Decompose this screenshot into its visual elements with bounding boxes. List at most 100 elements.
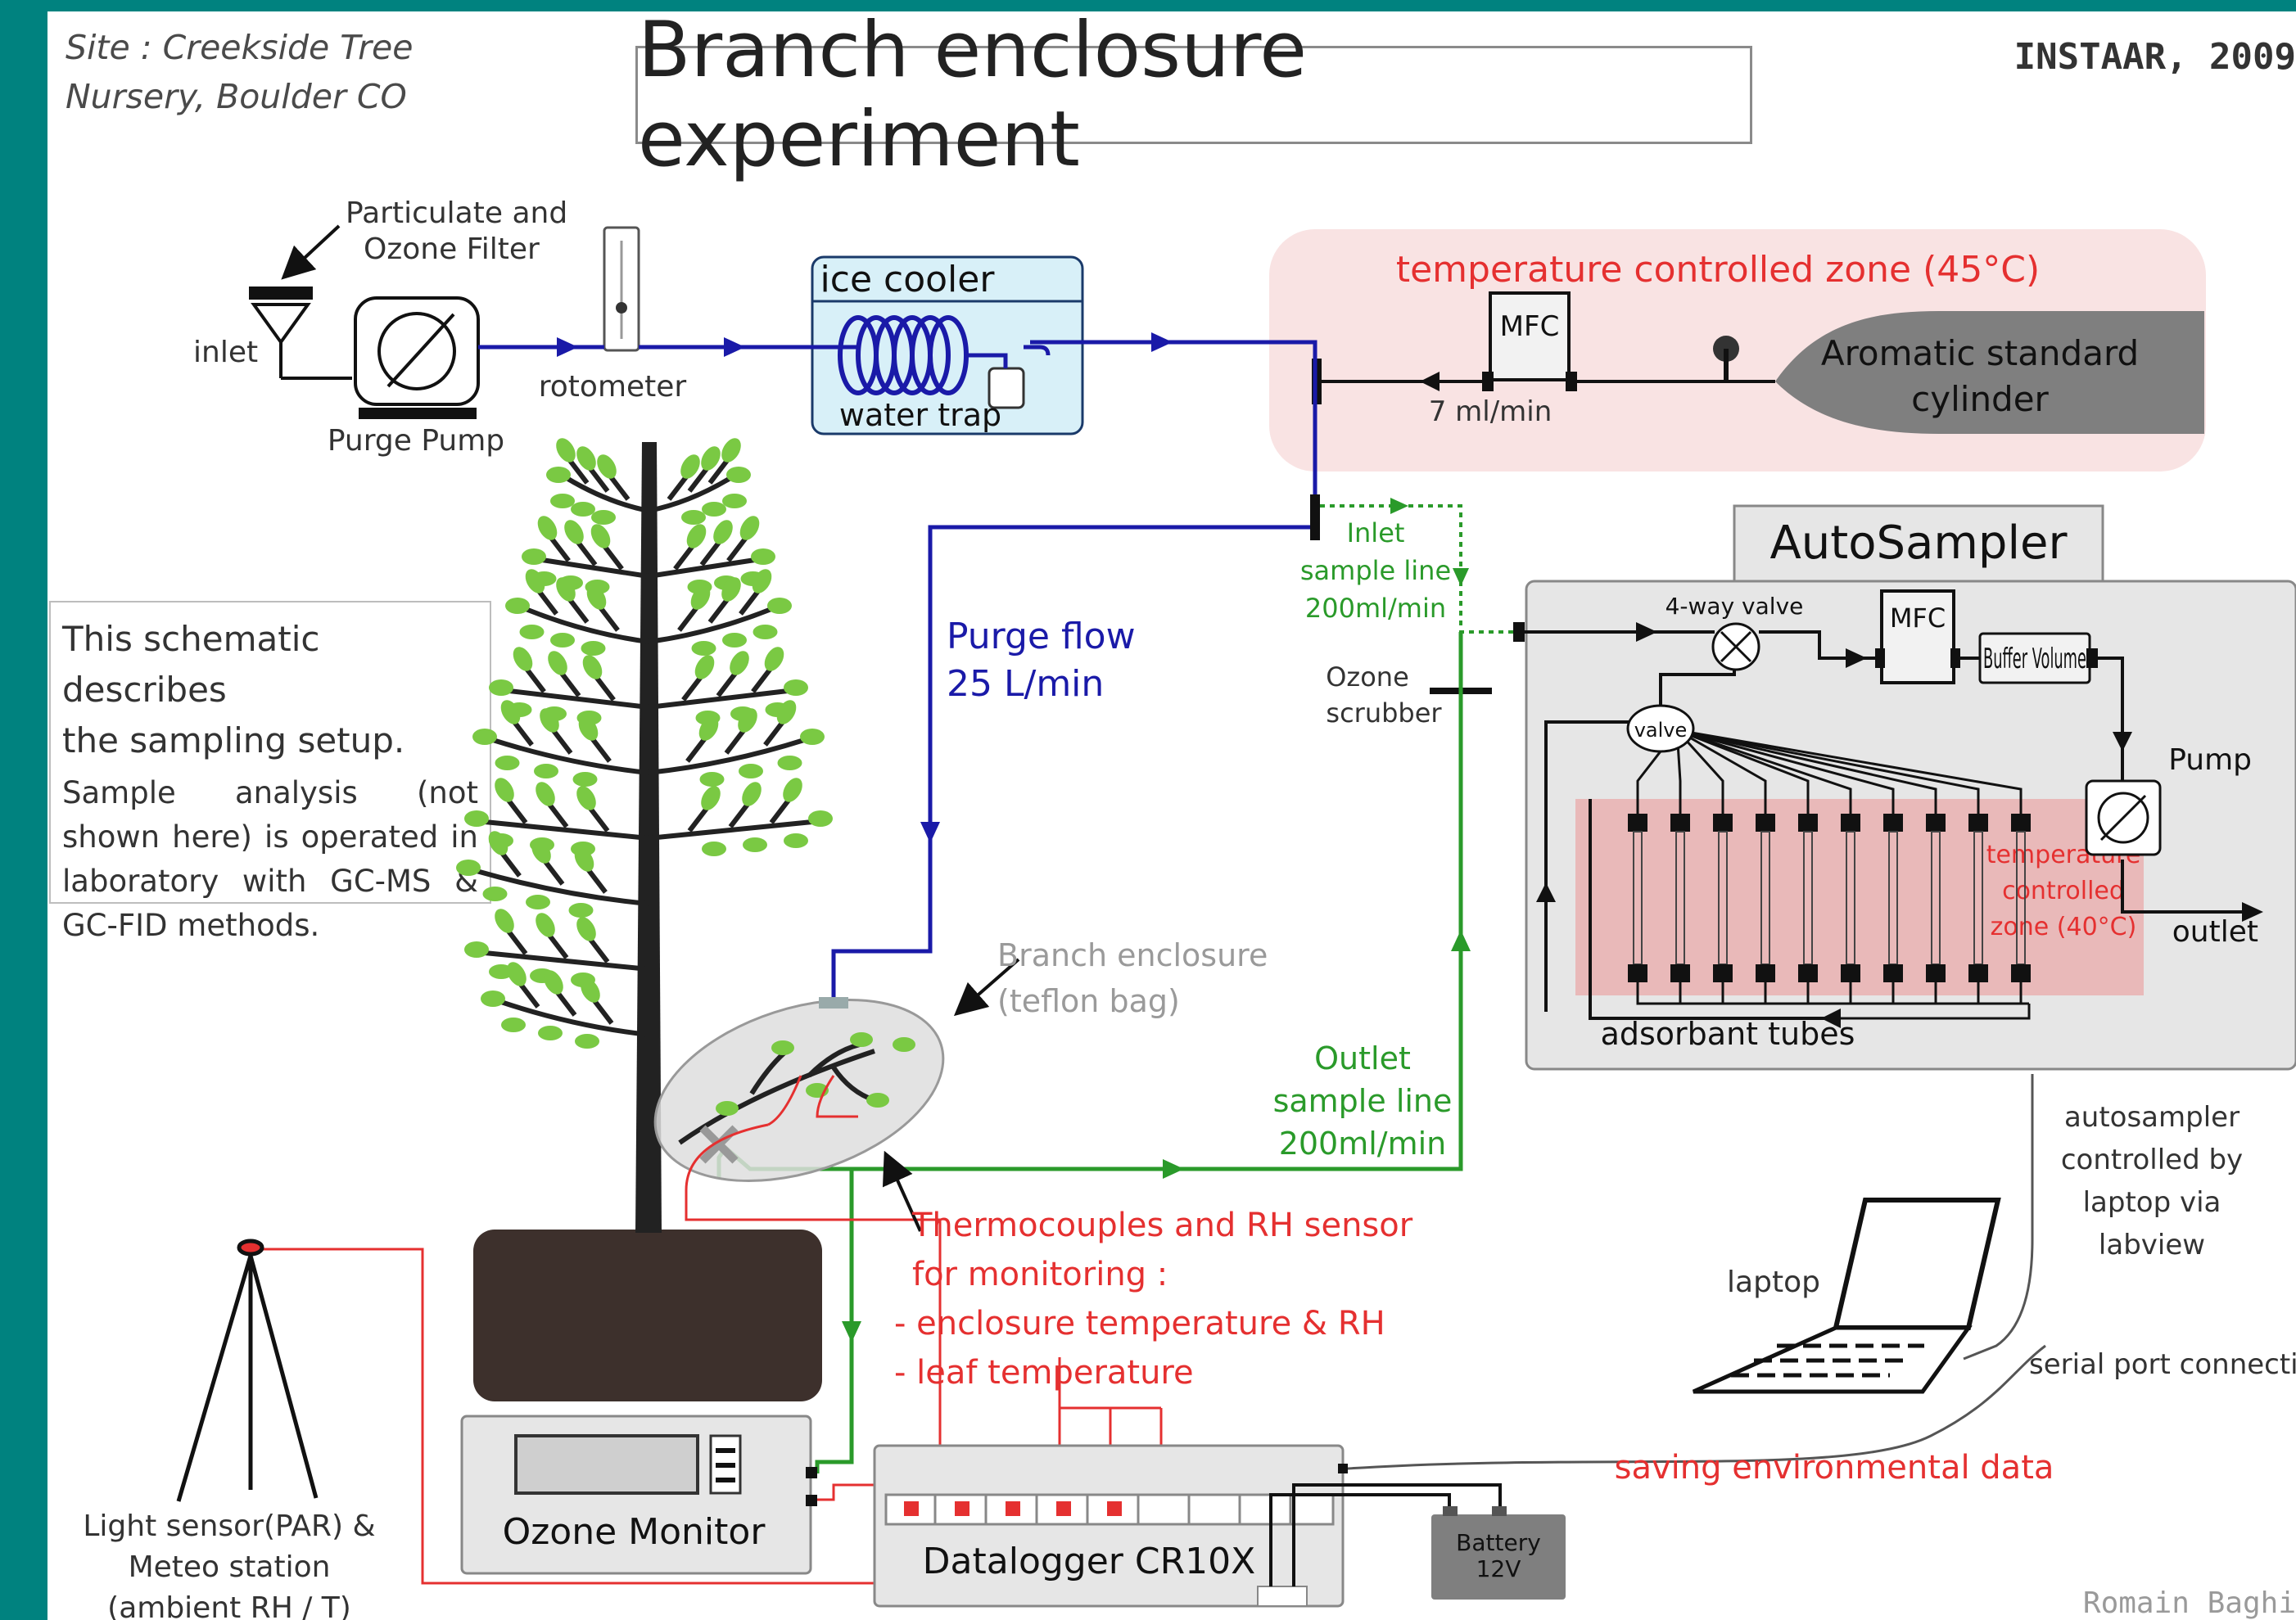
tree-branch: [541, 557, 649, 579]
autosampler-inlet-arrow: [1636, 622, 1657, 642]
aromatic-cylinder: Aromatic standard cylinder: [1713, 311, 2204, 434]
tree-leaf: [472, 729, 497, 745]
tree-leaf: [721, 577, 741, 602]
teflon-bag: [653, 999, 945, 1182]
tube-cap-bottom: [1756, 964, 1775, 982]
saving-data-label: saving environmental data: [1615, 1449, 2054, 1487]
tree-leaf: [582, 655, 603, 679]
tree-leaf: [537, 516, 558, 540]
tree-leaf: [739, 516, 760, 540]
battery-wires: [1269, 1483, 1502, 1586]
mfc-upper-box: [1489, 291, 1571, 381]
description-body: Sample analysis (not shown here) is oper…: [62, 775, 478, 943]
inlet-sample-line: [1320, 498, 1516, 634]
rotometer-label: rotometer: [539, 370, 687, 404]
tree-leaf: [701, 786, 721, 810]
tree-leaf: [702, 502, 726, 517]
tree-leaf: [525, 569, 545, 593]
tree-leaf: [550, 633, 575, 648]
purge-arrow-1: [557, 337, 578, 357]
tree-branch: [648, 607, 773, 644]
rotometer-float: [616, 302, 627, 314]
adsorbant-tubes-label: adsorbant tubes: [1601, 1016, 1855, 1052]
inlet-sample-arrow-1: [1390, 498, 1408, 514]
tree-leaf: [576, 446, 596, 471]
water-trap-label: water trap: [839, 397, 1001, 433]
battery: Battery 12V: [1431, 1506, 1566, 1600]
tree-leaf: [505, 598, 530, 614]
tree-leaf: [488, 831, 508, 855]
tree-branch: [484, 819, 649, 841]
mfc-lower-box: [1880, 589, 1955, 684]
site-line-1: Site : Creekside Tree: [66, 28, 414, 67]
bag-inlet-fitting: [819, 997, 848, 1009]
tube-cap-top: [1713, 814, 1733, 832]
tube-cap-bottom: [1883, 964, 1903, 982]
tree-leaf: [456, 860, 481, 876]
tree-leaf: [572, 772, 598, 787]
tree-pot: [473, 1230, 822, 1401]
autosampler-control-label-2: controlled by: [2061, 1144, 2243, 1176]
purge-arrow-3: [1151, 332, 1173, 352]
tree-leaf: [578, 716, 599, 741]
tree-leaf: [784, 833, 808, 848]
autosampler-pump-label: Pump: [2168, 743, 2252, 777]
mfc-upper: MFC: [1489, 291, 1571, 381]
autosampler-title-tab: [1733, 504, 2104, 583]
author-signature: Romain Baghi: [2082, 1586, 2296, 1620]
datalogger: Datalogger CR10X: [873, 1444, 1348, 1608]
purge-line: [478, 340, 1317, 1004]
tree-leaf: [730, 651, 749, 675]
light-label-3: (ambient RH / T): [107, 1591, 351, 1620]
tree-leaf: [690, 585, 711, 610]
thermo-label-3: - enclosure temperature & RH: [894, 1305, 1385, 1342]
tree-leaf: [680, 454, 700, 479]
tree-leaf: [800, 729, 825, 745]
selector-valve: [1626, 704, 1695, 753]
tree-leaf: [777, 756, 802, 770]
tripod-leg-left: [176, 1255, 253, 1502]
mfc-lower-label: MFC: [1890, 602, 1946, 634]
tree-leaf: [576, 786, 596, 810]
battery-label-1: Battery: [1456, 1529, 1541, 1556]
tree-leaf: [694, 655, 715, 679]
filter-label-2: Ozone Filter: [364, 232, 540, 266]
tree-leaf: [701, 446, 721, 471]
tree-leaf: [784, 679, 808, 696]
cylinder-label-1: Aromatic standard: [1821, 333, 2139, 373]
tree-branch: [476, 869, 649, 906]
tree-branch: [648, 476, 732, 513]
tree-leaf: [501, 1018, 526, 1032]
tree-leaf: [489, 679, 513, 696]
filter-cap: [249, 287, 313, 300]
tree-branch: [500, 1000, 649, 1037]
tree-branch: [648, 688, 789, 710]
outlet-arrows: [842, 930, 1471, 1342]
ozone-scrubber-label-1: Ozone: [1326, 661, 1409, 693]
tree-leaf: [764, 647, 784, 671]
tree-leaf: [698, 716, 719, 741]
tree-leaf: [513, 647, 533, 671]
enclosure-pointer-arrow: [953, 958, 1020, 1017]
tube-cap-top: [1926, 814, 1946, 832]
tree-leaf: [534, 764, 558, 778]
enclosed-leaves: [716, 1032, 915, 1116]
tree-leaf: [591, 510, 616, 525]
terminal-connectors: [904, 1501, 1122, 1516]
tree-leaf: [522, 548, 546, 565]
tube-cap-bottom: [2011, 964, 2031, 982]
autosampler-control-label-1: autosampler: [2064, 1101, 2240, 1134]
tree-leaf: [568, 903, 594, 918]
autosampler-control-label-4: labview: [2099, 1229, 2205, 1261]
thermocouple-pointer-arrow: [882, 1150, 922, 1232]
tree-leaves: [456, 438, 833, 1049]
thermo-label-2: for monitoring :: [912, 1256, 1168, 1293]
purge-line-coil-to-trap: [966, 353, 1008, 368]
tube-cap-top: [1756, 814, 1775, 832]
tube-cap-bottom: [1968, 964, 1988, 982]
thermocouple-probe-1: [816, 1075, 858, 1118]
tree-branch: [648, 557, 756, 579]
light-label-1: Light sensor(PAR) &: [83, 1509, 375, 1543]
